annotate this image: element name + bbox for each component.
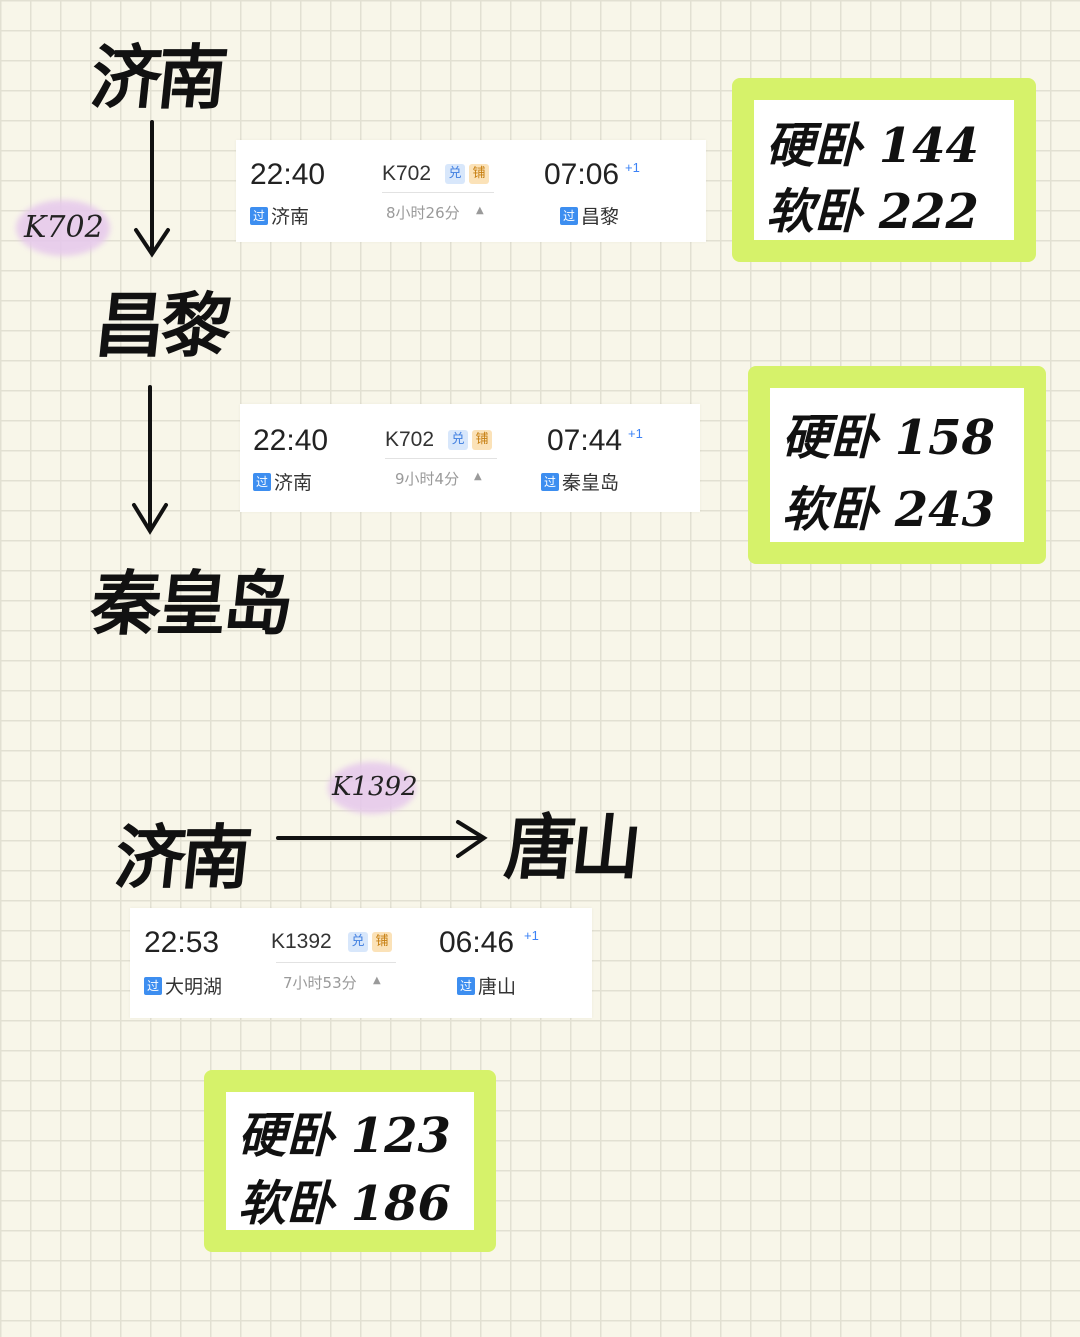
divider-line	[385, 458, 497, 459]
soft-sleeper-price: 软卧 243	[782, 482, 995, 538]
hard-sleeper-price: 硬卧 158	[782, 410, 995, 466]
hard-sleeper-price: 硬卧 123	[238, 1108, 451, 1164]
city-tangshan: 唐山	[501, 806, 642, 889]
train-card-k702-changli[interactable]: 22:40 K702 兑 铺 8小时26分 ▲ 07:06 +1 过 济南 过 …	[236, 140, 706, 242]
train-number: K702	[385, 428, 435, 451]
train-tag-highlight	[328, 762, 416, 814]
train-tag-k702: K702	[24, 210, 104, 245]
down-arrow-icon	[132, 385, 168, 535]
duration: 9小时4分	[395, 470, 460, 488]
from-station: 过 济南	[253, 468, 312, 495]
hard-sleeper-price: 硬卧 144	[766, 118, 979, 174]
to-station: 过 昌黎	[560, 202, 619, 229]
berth-badge: 铺	[469, 164, 489, 184]
duration: 7小时53分	[283, 974, 357, 992]
pass-station-icon: 过	[541, 472, 559, 491]
depart-time: 22:40	[250, 158, 326, 191]
price-box-qinhuangdao: 硬卧 158 软卧 243	[748, 366, 1046, 564]
duration: 8小时26分	[386, 204, 460, 222]
plus-day: +1	[628, 426, 643, 441]
train-tag-k1392: K1392	[332, 772, 418, 802]
city-qinhuangdao: 秦皇岛	[87, 562, 294, 645]
down-arrow-icon	[134, 120, 170, 258]
exchange-badge: 兑	[448, 430, 468, 450]
train-card-k1392-tangshan[interactable]: 22:53 K1392 兑 铺 7小时53分 ▲ 06:46 +1 过 大明湖 …	[130, 908, 592, 1018]
plus-day: +1	[625, 160, 640, 175]
train-number: K1392	[271, 930, 332, 953]
arrive-time: 07:44	[547, 424, 623, 457]
to-station-name: 唐山	[478, 976, 517, 998]
plus-day: +1	[524, 928, 539, 943]
to-station: 过 秦皇岛	[541, 468, 619, 495]
depart-time: 22:40	[253, 424, 329, 457]
caret-up-icon[interactable]: ▲	[476, 205, 484, 216]
train-tag-highlight	[16, 200, 110, 256]
arrive-time: 07:06	[544, 158, 620, 191]
caret-up-icon[interactable]: ▲	[474, 471, 482, 482]
right-arrow-icon	[276, 820, 488, 858]
soft-sleeper-price: 软卧 222	[766, 184, 979, 240]
berth-badge: 铺	[372, 932, 392, 952]
from-station-name: 济南	[271, 206, 310, 228]
pass-station-icon: 过	[144, 976, 162, 995]
pass-station-icon: 过	[457, 976, 475, 995]
soft-sleeper-price: 软卧 186	[238, 1176, 451, 1232]
city-changli: 昌黎	[91, 284, 232, 367]
pass-station-icon: 过	[250, 206, 268, 225]
from-station-name: 济南	[274, 472, 313, 494]
caret-up-icon[interactable]: ▲	[373, 975, 381, 986]
exchange-badge: 兑	[348, 932, 368, 952]
from-station: 过 大明湖	[144, 972, 222, 999]
to-station-name: 昌黎	[581, 206, 620, 228]
from-station: 过 济南	[250, 202, 309, 229]
from-station-name: 大明湖	[165, 976, 223, 998]
arrive-time: 06:46	[439, 926, 515, 959]
divider-line	[382, 192, 494, 193]
exchange-badge: 兑	[445, 164, 465, 184]
train-number: K702	[382, 162, 432, 185]
city-jinan-bottom: 济南	[111, 816, 252, 899]
divider-line	[276, 962, 396, 963]
price-box-changli: 硬卧 144 软卧 222	[732, 78, 1036, 262]
depart-time: 22:53	[144, 926, 220, 959]
pass-station-icon: 过	[560, 206, 578, 225]
city-jinan-top: 济南	[87, 36, 228, 119]
to-station-name: 秦皇岛	[562, 472, 620, 494]
train-card-k702-qinhuangdao[interactable]: 22:40 K702 兑 铺 9小时4分 ▲ 07:44 +1 过 济南 过 秦…	[240, 404, 700, 512]
berth-badge: 铺	[472, 430, 492, 450]
pass-station-icon: 过	[253, 472, 271, 491]
price-box-tangshan: 硬卧 123 软卧 186	[204, 1070, 496, 1252]
to-station: 过 唐山	[457, 972, 516, 999]
